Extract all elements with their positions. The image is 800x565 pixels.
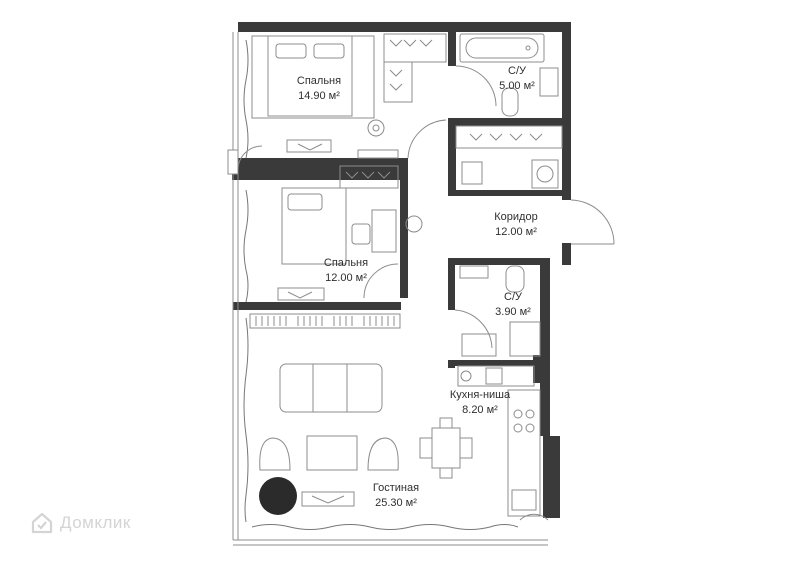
room-name: Спальня — [323, 257, 369, 269]
room-label-bedroom1: Спальня 14.90 м² — [284, 74, 354, 104]
room-label-bedroom2: Спальня 12.00 м² — [306, 256, 386, 286]
room-name: Коридор — [494, 211, 538, 223]
room-name: Спальня — [296, 75, 342, 87]
corridor-wardrobe — [455, 125, 615, 245]
room-name: С/У — [508, 65, 526, 77]
room-label-living: Гостиная 25.30 м² — [356, 481, 436, 511]
room-area: 14.90 м² — [298, 90, 340, 102]
windows — [227, 32, 548, 546]
room-name: Кухня-ниша — [449, 389, 511, 401]
watermark: Домклик — [30, 511, 131, 535]
radiator — [249, 313, 401, 329]
bathroom1-fixtures — [455, 33, 559, 117]
walls — [232, 22, 571, 518]
bedroom1-furniture — [251, 33, 447, 159]
bedroom2-furniture — [277, 165, 423, 301]
room-name: С/У — [504, 291, 522, 303]
room-area: 8.20 м² — [462, 404, 498, 416]
kitchen-fixtures — [419, 365, 549, 521]
room-label-corridor: Коридор 12.00 м² — [476, 210, 556, 240]
plant-pot — [259, 477, 297, 515]
room-area: 5.00 м² — [499, 80, 535, 92]
house-logo-icon — [31, 512, 53, 534]
room-area: 3.90 м² — [495, 306, 531, 318]
room-name: Гостиная — [372, 482, 420, 494]
room-area: 25.30 м² — [375, 497, 417, 509]
room-label-bathroom1: С/У 5.00 м² — [482, 64, 552, 94]
watermark-text: Домклик — [60, 513, 131, 532]
room-label-bathroom2: С/У 3.90 м² — [478, 290, 548, 320]
room-area: 12.00 м² — [325, 272, 367, 284]
room-area: 12.00 м² — [495, 226, 537, 238]
room-label-kitchen: Кухня-ниша 8.20 м² — [440, 388, 520, 418]
bathroom2-fixtures — [454, 265, 541, 357]
living-furniture — [259, 363, 399, 507]
